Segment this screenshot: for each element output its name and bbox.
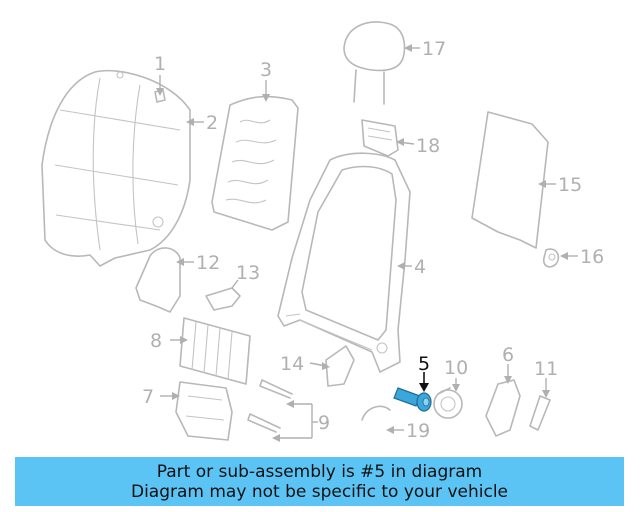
part-15-rear-board bbox=[471, 111, 549, 249]
callout-10[interactable]: 10 bbox=[444, 357, 468, 379]
part-7-actuator bbox=[175, 381, 233, 441]
callout-1[interactable]: 1 bbox=[154, 53, 166, 75]
part-11-cover-strip bbox=[529, 395, 551, 431]
callout-15[interactable]: 15 bbox=[558, 174, 582, 196]
part-16-grommet bbox=[542, 248, 560, 268]
callout-8[interactable]: 8 bbox=[150, 330, 162, 352]
part-9-springs bbox=[247, 379, 293, 433]
callout-6[interactable]: 6 bbox=[502, 344, 514, 366]
seat-parts-diagram: 1 2 3 17 18 4 15 16 12 13 8 7 9 14 19 10… bbox=[41, 21, 604, 442]
part-2-seat-back-cover bbox=[41, 69, 191, 267]
leader-lines bbox=[156, 44, 578, 442]
callout-labels: 1 2 3 17 18 4 15 16 12 13 8 7 9 14 19 10… bbox=[142, 38, 604, 442]
part-18-bracket bbox=[361, 119, 399, 157]
info-banner: Part or sub-assembly is #5 in diagram Di… bbox=[15, 457, 624, 506]
part-3-seat-back-pad bbox=[211, 95, 299, 231]
part-4-seat-back-frame bbox=[277, 152, 411, 373]
callout-17[interactable]: 17 bbox=[422, 38, 446, 60]
callout-14[interactable]: 14 bbox=[280, 353, 304, 375]
callout-19[interactable]: 19 bbox=[406, 420, 430, 442]
callout-3[interactable]: 3 bbox=[260, 59, 272, 81]
callout-5[interactable]: 5 bbox=[418, 353, 430, 375]
part-19-wire bbox=[361, 405, 391, 421]
callout-13[interactable]: 13 bbox=[236, 262, 260, 284]
part-6-bracket bbox=[485, 379, 521, 437]
banner-line-1: Part or sub-assembly is #5 in diagram bbox=[156, 461, 483, 482]
callout-11[interactable]: 11 bbox=[534, 358, 558, 380]
part-17-headrest bbox=[343, 21, 406, 105]
part-12-side-shield bbox=[135, 247, 181, 313]
callout-7[interactable]: 7 bbox=[142, 386, 154, 408]
part-8-lumbar-support bbox=[179, 317, 251, 385]
part-13-lever bbox=[205, 287, 241, 311]
bolt-shank bbox=[393, 387, 421, 407]
callout-4[interactable]: 4 bbox=[414, 256, 426, 278]
banner-line-2: Diagram may not be specific to your vehi… bbox=[130, 481, 508, 502]
callout-16[interactable]: 16 bbox=[580, 246, 604, 268]
callout-18[interactable]: 18 bbox=[416, 135, 440, 157]
callout-9[interactable]: 9 bbox=[318, 412, 330, 434]
callout-12[interactable]: 12 bbox=[196, 252, 220, 274]
part-5-bolt bbox=[393, 387, 432, 412]
part-10-bushing bbox=[433, 387, 463, 419]
part-14-trim bbox=[325, 345, 355, 387]
callout-2[interactable]: 2 bbox=[206, 112, 218, 134]
